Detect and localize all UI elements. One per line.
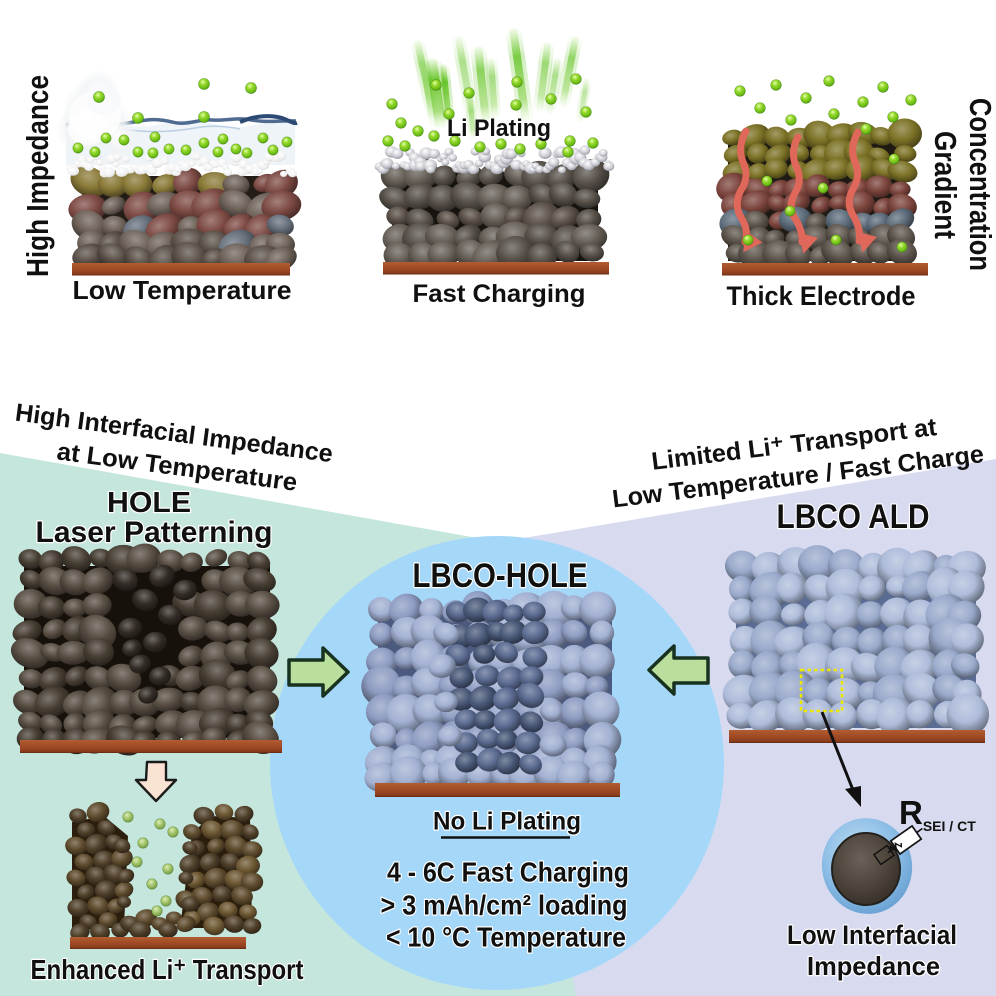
svg-text:Li Plating: Li Plating: [447, 115, 551, 142]
svg-text:LBCO-HOLE: LBCO-HOLE: [413, 557, 588, 595]
svg-text:Thick Electrode: Thick Electrode: [727, 281, 916, 311]
svg-text:LBCO ALD: LBCO ALD: [777, 498, 930, 536]
svg-text:< 10 °C Temperature: < 10 °C Temperature: [386, 922, 626, 953]
svg-text:4 - 6C Fast Charging: 4 - 6C Fast Charging: [387, 857, 629, 888]
svg-text:Laser Patterning: Laser Patterning: [36, 516, 273, 549]
svg-text:No Li Plating: No Li Plating: [433, 808, 581, 836]
svg-text:> 3 mAh/cm² loading: > 3 mAh/cm² loading: [381, 890, 628, 921]
svg-text:High Impedance: High Impedance: [20, 75, 55, 277]
svg-text:HOLE: HOLE: [107, 487, 191, 519]
svg-text:Low Temperature: Low Temperature: [73, 275, 292, 305]
svg-text:Gradient: Gradient: [928, 131, 963, 239]
svg-text:Low Interfacial: Low Interfacial: [787, 920, 957, 950]
svg-text:Concentration: Concentration: [963, 98, 996, 271]
svg-text:Enhanced Li⁺ Transport: Enhanced Li⁺ Transport: [31, 954, 304, 985]
svg-text:Impedance: Impedance: [807, 951, 940, 981]
svg-text:Fast Charging: Fast Charging: [413, 280, 586, 308]
